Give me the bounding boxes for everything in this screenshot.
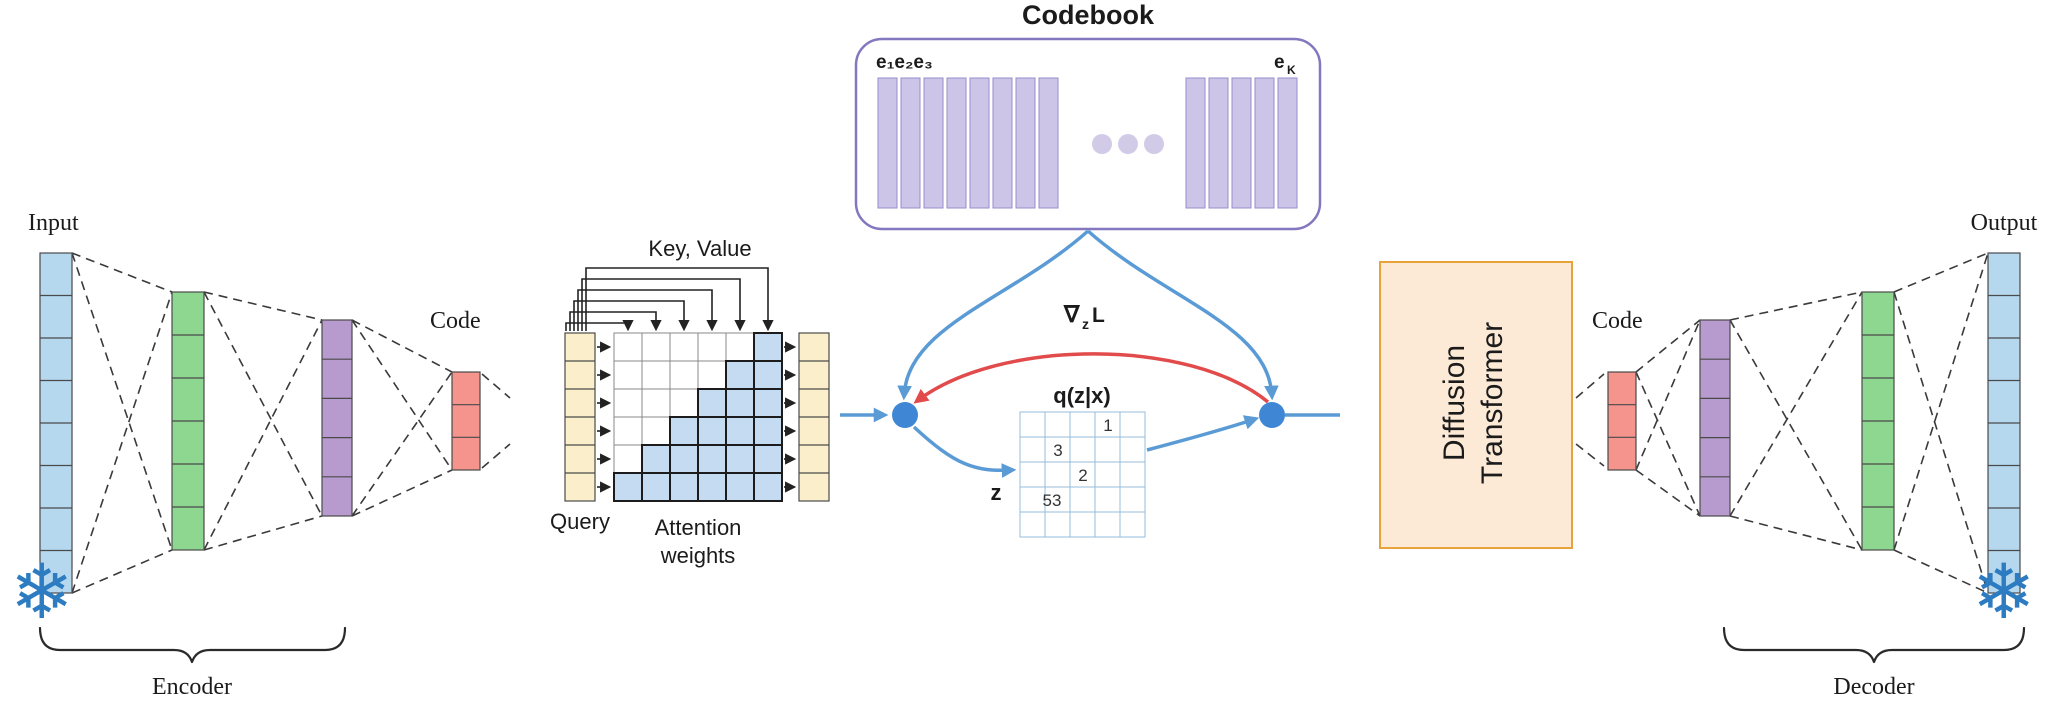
output-label: Output [1971, 210, 2038, 236]
decoder-brace [1722, 626, 2026, 664]
attention-shaded-cells [613, 332, 783, 502]
codebook-ellipsis [1092, 134, 1164, 154]
decoder-code-column [1607, 371, 1637, 471]
encoder-hidden-column-1 [171, 291, 205, 551]
decoder-label: Decoder [1833, 674, 1914, 700]
gradient-label-loss: L [1092, 304, 1105, 327]
gradient-arrow [913, 352, 1270, 404]
posterior-grid-numbers: 1 3 2 53 [1043, 416, 1113, 510]
attention-weights-label-line2: weights [660, 543, 736, 568]
key-value-label: Key, Value [648, 236, 751, 261]
quantization-node-right [1259, 402, 1285, 428]
gradient-label-subscript: z [1082, 316, 1089, 332]
codebook-to-right-node-arrow [1086, 229, 1279, 401]
posterior-label: q(z|x) [1053, 383, 1110, 408]
attention-output-column [798, 332, 830, 502]
diffusion-transformer-label: Diffusion Transformer [1438, 322, 1509, 484]
decoder-snowflake-icon: ❄ [1972, 547, 2036, 636]
codebook-to-left-node-arrow [897, 229, 1090, 401]
svg-text:Transformer: Transformer [1476, 322, 1509, 484]
quantization-node-left [892, 402, 918, 428]
codebook-eK-subscript: K [1287, 63, 1296, 77]
attention-output-arrows [784, 341, 797, 493]
query-column [564, 332, 596, 502]
codebook-e123-label: e₁e₂e₃ [876, 52, 933, 73]
diffusion-transformer-box [1379, 261, 1573, 549]
input-column [39, 252, 73, 594]
codebook-title: Codebook [1022, 0, 1155, 30]
posterior-grid [1019, 411, 1146, 538]
encoder-label: Encoder [152, 674, 232, 700]
z-label: z [991, 480, 1002, 505]
codebook-embedding-bars-left [877, 77, 1059, 209]
svg-text:3: 3 [1053, 441, 1062, 460]
encoder-brace [38, 626, 347, 664]
node-to-grid-arrow [912, 425, 1017, 478]
encoder-code-column [451, 371, 481, 471]
svg-text:53: 53 [1043, 491, 1062, 510]
encoder-snowflake-icon: ❄ [10, 547, 74, 636]
codebook-embedding-bars-right [1185, 77, 1298, 209]
codebook-eK-label: e [1274, 52, 1285, 73]
grid-to-node-arrow [1146, 415, 1260, 452]
svg-text:2: 2 [1078, 466, 1087, 485]
decoder-connections [1575, 252, 1989, 594]
input-label: Input [28, 210, 79, 236]
output-column [1987, 252, 2021, 594]
decoder-code-label: Code [1592, 308, 1643, 334]
encoder-connections [71, 252, 511, 594]
attention-weights-label-line1: Attention [655, 515, 742, 540]
svg-text:Diffusion: Diffusion [1438, 345, 1471, 461]
gradient-label-nabla: ∇ [1063, 301, 1081, 327]
encoder-hidden-column-2 [321, 319, 353, 517]
encoder-code-label: Code [430, 308, 481, 334]
query-row-arrows [597, 341, 612, 493]
decoder-hidden-column-1 [1699, 319, 1731, 517]
key-value-arrows [565, 267, 774, 332]
decoder-hidden-column-2 [1861, 291, 1895, 551]
svg-text:1: 1 [1103, 416, 1112, 435]
query-label: Query [550, 509, 610, 534]
